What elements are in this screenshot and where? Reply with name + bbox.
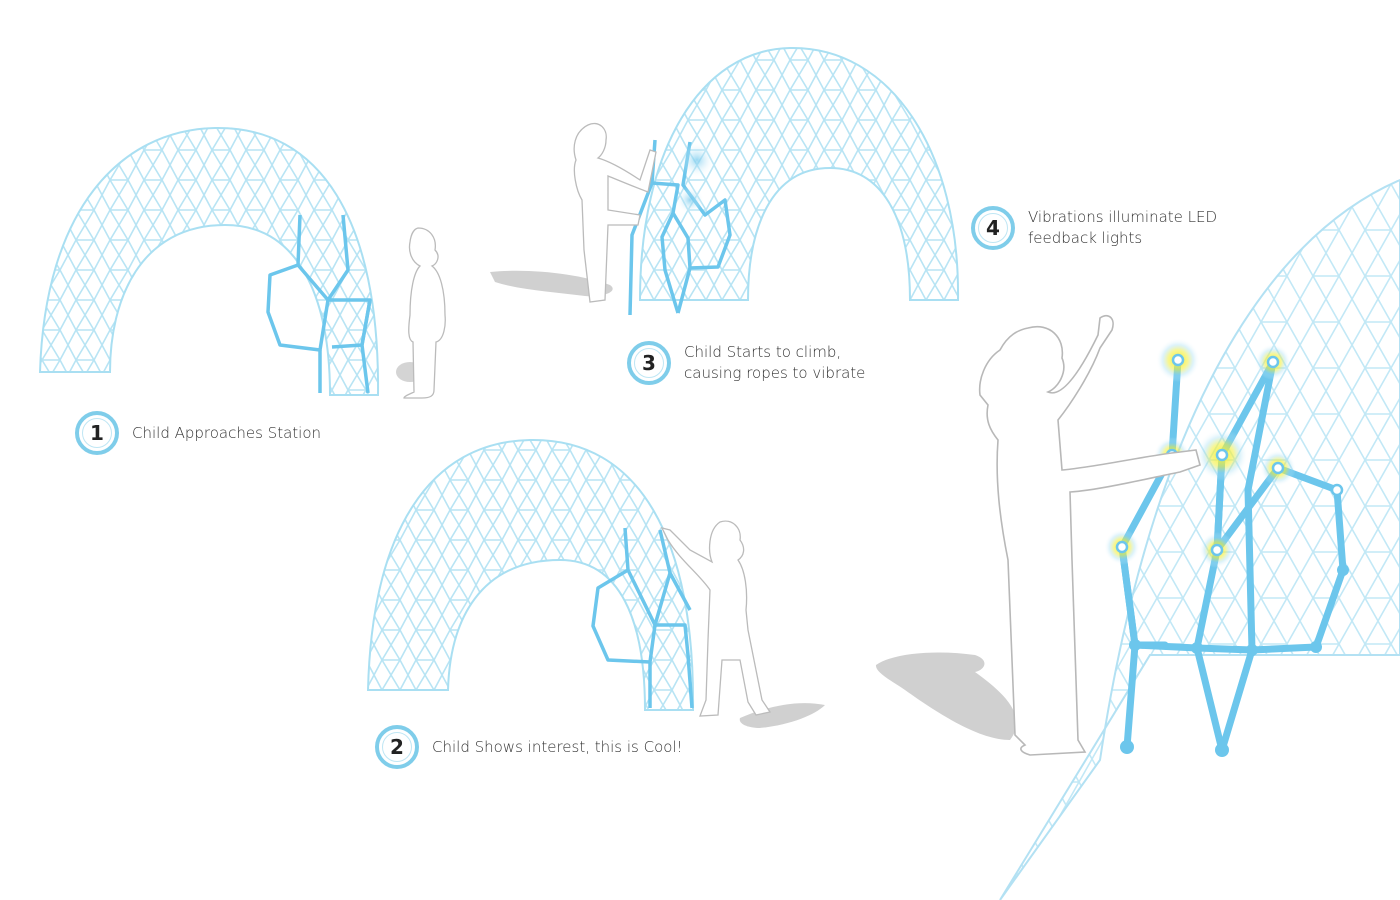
led-lights xyxy=(1104,338,1349,757)
step-4: 4 Vibrations illuminate LED feedback lig… xyxy=(970,205,1217,251)
step-1: 1 Child Approaches Station xyxy=(74,410,321,456)
badge-ring-icon xyxy=(971,206,1015,250)
badge-ring-icon xyxy=(627,341,671,385)
child-silhouette-1 xyxy=(396,227,446,399)
step-number-badge: 1 xyxy=(74,410,120,456)
shadow-4 xyxy=(875,652,1017,740)
step-caption: Child Starts to climb, causing ropes to … xyxy=(684,342,865,384)
dome-structure-3 xyxy=(638,46,960,301)
step-number-badge: 2 xyxy=(374,724,420,770)
caption-line: causing ropes to vibrate xyxy=(684,364,866,382)
caption-line: feedback lights xyxy=(1028,229,1143,247)
dome-structure-2 xyxy=(366,438,695,711)
step-number: 3 xyxy=(642,351,656,375)
caption-line: Child Starts to climb, xyxy=(684,343,842,361)
step-caption: Vibrations illuminate LED feedback light… xyxy=(1028,207,1217,249)
step-2: 2 Child Shows interest, this is Cool! xyxy=(374,724,683,770)
dome-structure-1 xyxy=(38,126,380,396)
child-silhouette-2 xyxy=(660,520,772,717)
caption-line: Vibrations illuminate LED xyxy=(1028,208,1218,226)
step-number: 1 xyxy=(90,421,104,445)
step-number: 2 xyxy=(390,735,404,759)
step-number-badge: 4 xyxy=(970,205,1016,251)
badge-ring-icon xyxy=(75,411,119,455)
badge-ring-icon xyxy=(375,725,419,769)
shadow-2 xyxy=(739,703,825,728)
climbing-ropes-2 xyxy=(591,527,694,709)
child-silhouette-4 xyxy=(978,314,1201,756)
climbing-ropes-1 xyxy=(266,214,372,394)
step-caption: Child Shows interest, this is Cool! xyxy=(432,737,683,758)
step-number-badge: 3 xyxy=(626,340,672,386)
shadow-3 xyxy=(490,270,613,297)
step-3: 3 Child Starts to climb, causing ropes t… xyxy=(626,340,865,386)
dome-structure-4 xyxy=(999,178,1400,900)
child-silhouette-3 xyxy=(573,122,657,303)
caption-line: Child Approaches Station xyxy=(132,423,322,442)
step-caption: Child Approaches Station xyxy=(132,423,321,444)
step-number: 4 xyxy=(986,216,1000,240)
caption-line: Child Shows interest, this is Cool! xyxy=(432,737,683,756)
